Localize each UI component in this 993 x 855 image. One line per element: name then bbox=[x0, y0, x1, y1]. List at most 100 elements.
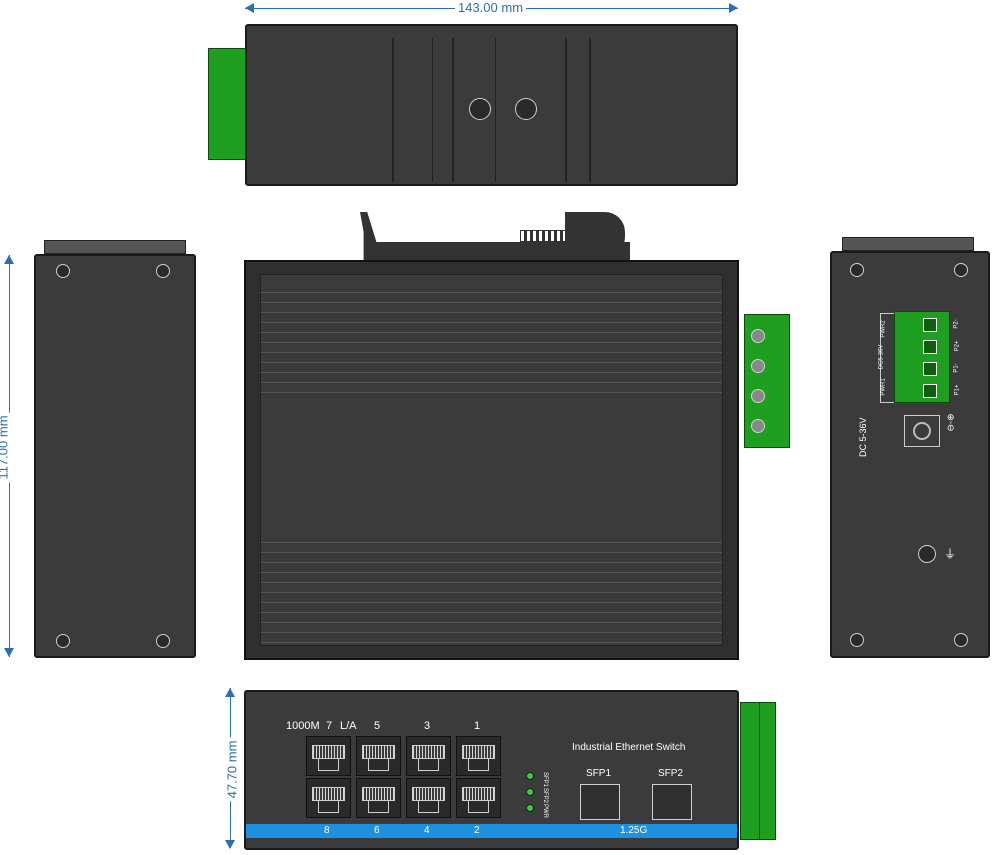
rj45-port-4[interactable] bbox=[406, 778, 451, 818]
port-pins bbox=[462, 787, 495, 801]
front-terminal-block bbox=[744, 314, 790, 448]
right-screw-icon bbox=[954, 263, 968, 277]
height-arrow-bottom-icon bbox=[4, 648, 14, 657]
rj45-port-2[interactable] bbox=[456, 778, 501, 818]
label-1000m: 1000M bbox=[286, 720, 320, 732]
pwr1-label: PWR1 bbox=[880, 378, 887, 396]
terminal-screw-icon bbox=[751, 389, 765, 403]
left-screw-icon bbox=[156, 634, 170, 648]
din-rail-clip bbox=[392, 38, 454, 182]
terminal-screw-icon bbox=[751, 329, 765, 343]
port-pins bbox=[412, 787, 445, 801]
port-pins bbox=[362, 745, 395, 759]
terminal-label-p2-plus: P2+ bbox=[954, 340, 961, 352]
terminal-screw-icon bbox=[751, 419, 765, 433]
port-latch bbox=[368, 801, 389, 813]
port-pins bbox=[312, 745, 345, 759]
din-rail-right bbox=[565, 38, 591, 182]
power-terminal-block bbox=[894, 311, 950, 403]
port-latch bbox=[318, 801, 339, 813]
port-latch bbox=[418, 801, 439, 813]
label-port-1: 1 bbox=[474, 720, 481, 732]
led-sfp1-icon bbox=[526, 772, 534, 780]
din-hook-right bbox=[565, 212, 625, 257]
sfp1-label: SFP1 bbox=[586, 768, 612, 779]
top-view-body bbox=[245, 24, 738, 186]
ground-screw-icon bbox=[918, 545, 936, 563]
terminal-screw-icon bbox=[751, 359, 765, 373]
terminal-label-p1-plus: P1+ bbox=[954, 384, 961, 396]
depth-arrow-bottom-icon bbox=[225, 840, 235, 849]
right-side-body: PWR2 DC5-36V PWR1 P2- P2+ P1- P1+ DC 5-3… bbox=[830, 251, 990, 658]
depth-dimension-label: 47.70 mm bbox=[224, 737, 240, 802]
sfp1-port[interactable] bbox=[580, 784, 620, 820]
led-pwr-icon bbox=[526, 804, 534, 812]
terminal-slot-icon bbox=[923, 318, 937, 332]
rj45-port-7[interactable] bbox=[306, 736, 351, 776]
terminal-divider bbox=[759, 703, 760, 839]
led-label-pwr: PWR bbox=[542, 804, 548, 818]
port-number-band: 8 6 4 2 1.25G bbox=[246, 824, 737, 838]
bottom-terminal-block bbox=[740, 702, 776, 840]
port-pins bbox=[412, 745, 445, 759]
port-latch bbox=[368, 759, 389, 771]
sfp-speed-label: 1.25G bbox=[620, 825, 648, 836]
pwr2-label: PWR2 bbox=[880, 320, 887, 338]
port-latch bbox=[468, 801, 489, 813]
heatsink-fins-top bbox=[261, 283, 722, 393]
right-screw-icon bbox=[850, 633, 864, 647]
label-port-5: 5 bbox=[374, 720, 381, 732]
left-screw-icon bbox=[56, 264, 70, 278]
terminal-label-p2-minus: P2- bbox=[953, 319, 960, 329]
led-sfp2-icon bbox=[526, 788, 534, 796]
dc-jack bbox=[904, 415, 940, 447]
din-rail-bar bbox=[432, 38, 496, 182]
height-dimension-label: 117.00 mm bbox=[0, 412, 11, 483]
terminal-slot-icon bbox=[923, 340, 937, 354]
width-dimension-label: 143.00 mm bbox=[455, 0, 527, 15]
terminal-label-p1-minus: P1- bbox=[953, 363, 960, 373]
height-arrow-top-icon bbox=[4, 255, 14, 264]
port-label-8: 8 bbox=[324, 825, 330, 836]
label-port-7: 7 bbox=[326, 720, 333, 732]
dc-polarity-icon: ⊖-⊕ bbox=[945, 413, 956, 432]
port-pins bbox=[362, 787, 395, 801]
rj45-port-1[interactable] bbox=[456, 736, 501, 776]
depth-arrow-top-icon bbox=[225, 688, 235, 697]
label-link-activity: L/A bbox=[340, 720, 357, 732]
rj45-port-6[interactable] bbox=[356, 778, 401, 818]
product-title: Industrial Ethernet Switch bbox=[572, 742, 686, 753]
front-inner-panel bbox=[260, 274, 723, 646]
dc-jack-socket-icon bbox=[913, 422, 931, 440]
port-latch bbox=[418, 759, 439, 771]
port-label-6: 6 bbox=[374, 825, 380, 836]
right-side-rail bbox=[842, 237, 974, 251]
sfp2-label: SFP2 bbox=[658, 768, 684, 779]
left-side-rail bbox=[44, 240, 186, 254]
port-view-body: 1000M 7 L/A 5 3 1 SFP1 SFP2 PWR Industri… bbox=[244, 690, 739, 850]
sfp2-port[interactable] bbox=[652, 784, 692, 820]
dc-range-label: DC5-36V bbox=[878, 344, 885, 370]
heatsink-fins-bottom bbox=[261, 533, 722, 643]
port-latch bbox=[318, 759, 339, 771]
ground-symbol-icon: ⏚ bbox=[944, 547, 957, 561]
label-port-3: 3 bbox=[424, 720, 431, 732]
rj45-port-8[interactable] bbox=[306, 778, 351, 818]
width-arrow-right-icon bbox=[729, 3, 738, 13]
led-label-sfp2: SFP2 bbox=[542, 788, 548, 804]
right-screw-icon bbox=[954, 633, 968, 647]
top-screw-icon bbox=[515, 98, 537, 120]
left-screw-icon bbox=[156, 264, 170, 278]
left-side-body bbox=[34, 254, 196, 658]
rj45-port-5[interactable] bbox=[356, 736, 401, 776]
width-arrow-left-icon bbox=[245, 3, 254, 13]
right-screw-icon bbox=[850, 263, 864, 277]
port-pins bbox=[312, 787, 345, 801]
port-label-4: 4 bbox=[424, 825, 430, 836]
terminal-slot-icon bbox=[923, 362, 937, 376]
top-screw-icon bbox=[469, 98, 491, 120]
front-view-body bbox=[244, 260, 739, 660]
rj45-port-3[interactable] bbox=[406, 736, 451, 776]
port-label-2: 2 bbox=[474, 825, 480, 836]
port-latch bbox=[468, 759, 489, 771]
